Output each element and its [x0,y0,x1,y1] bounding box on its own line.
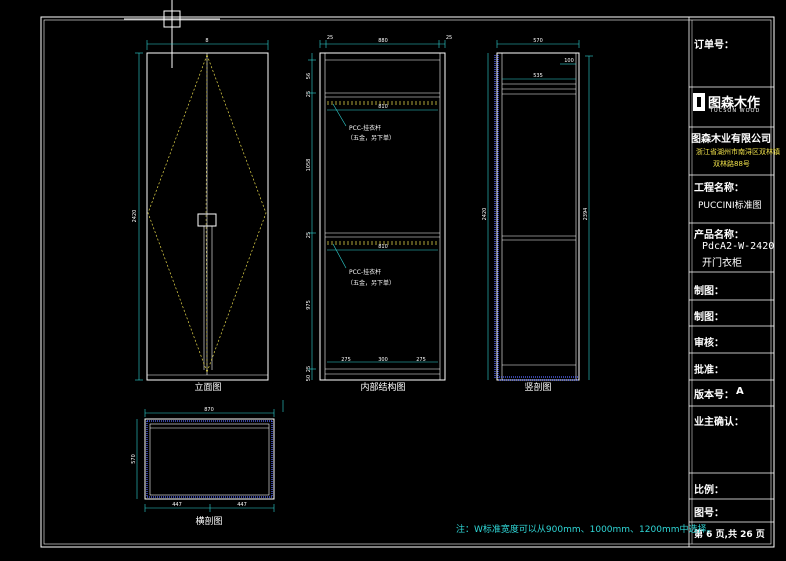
dim-top-left: 25 [327,35,333,41]
approved-by-label: 批准： [694,365,724,376]
page-indicator: 第 6 页,共 26 页 [694,530,765,540]
product-code: PdcA2-W-2420 [702,241,775,252]
version-value: A [736,386,744,397]
product-label: 产品名称： [694,230,744,241]
dim-bottom-2: 300 [378,357,388,363]
dim-top-mid: 880 [378,38,388,44]
dim-left-5: 975 [306,300,312,310]
product-name: 开门衣柜 [702,258,742,269]
rail-label-lower: PCC-挂衣杆 [349,268,381,276]
vertical-section-dims [487,40,593,380]
plan-dim-texts: 870 570 447 447 [131,407,247,508]
scale-label: 比例： [694,485,724,496]
version-label: 版本号： [694,390,734,401]
internal-dimension-lines [308,40,446,380]
project-label: 工程名称： [694,183,744,194]
rail-leaders [332,103,347,269]
owner-confirm-label: 业主确认： [694,417,744,428]
internal-dim-texts: 25 880 25 810 810 56 25 1058 25 975 25 5… [306,35,452,381]
plan-section-title: 横剖图 [195,515,222,527]
dim-bottom-1: 275 [341,357,351,363]
rail-note-lower: （五金，另下单） [347,279,395,287]
dim-left-7: 50 [306,375,312,381]
section-dim-height-right: 2394 [583,208,589,221]
company-address-1: 浙江省湖州市南浔区双林镇 [696,148,780,156]
dim-bottom-3: 275 [416,357,426,363]
section-dim-inner-top: 100 [564,58,574,64]
vertical-section-hatch [494,55,578,381]
plan-dim-half-left: 447 [172,502,182,508]
dim-left-6: 25 [306,366,312,372]
dim-left-1: 56 [306,73,312,79]
outer-frame [40,16,775,548]
drawn-by-label: 制图： [694,286,724,297]
reviewed-by-label: 审核： [694,338,724,349]
order-no-label: 订单号： [694,40,734,51]
logo-mark-inner [697,97,701,107]
front-view-title: 立面图 [194,381,221,393]
dim-rail-lower: 810 [378,244,388,250]
plan-section-hatch [146,420,273,498]
plan-section-view [144,418,275,500]
logo-sub: TUCSON WOOD [710,108,761,114]
vertical-section-title: 竖剖图 [524,381,551,393]
section-dim-top: 570 [533,38,543,44]
footnote: 注：W标准宽度可以从900mm、1000mm、1200mm中选择。 [456,525,716,535]
drawing-no-label: 图号： [694,508,724,519]
dim-left-2: 25 [306,91,312,97]
front-dimensions [135,40,269,381]
company-address-2: 双林路88号 [713,160,750,168]
dim-left-4: 25 [306,232,312,238]
rail-label-upper: PCC-挂衣杆 [349,124,381,132]
title-block-grid [688,16,775,548]
rail-note-upper: （五金，另下单） [347,134,395,142]
front-view [146,52,269,381]
company-name: 图森木业有限公司 [691,134,771,145]
section-dim-inner-w: 535 [533,73,543,79]
front-width-dim: 8 [205,38,208,44]
dim-top-right: 25 [446,35,452,41]
front-height-dim: 2420 [132,210,138,223]
cursor-crosshair [124,0,220,68]
dim-rail-upper: 810 [378,104,388,110]
plan-dim-half-right: 447 [237,502,247,508]
plan-dims [136,400,284,512]
project-value: PUCCINI标准图 [698,201,762,211]
plan-dim-width: 870 [204,407,214,413]
internal-view-title: 内部结构图 [360,381,405,393]
designed-by-label: 制图： [694,312,724,323]
hanging-rails [327,101,438,245]
vertical-section-view [496,52,580,381]
inner-frame [43,19,772,545]
internal-view [319,52,446,381]
section-dim-height-left: 2420 [482,208,488,221]
logo-name: 图森木作 [708,96,761,111]
vertical-section-dim-texts: 570 100 535 2420 2394 [482,38,589,220]
dim-left-3: 1058 [306,159,312,172]
plan-dim-depth: 570 [131,454,137,464]
